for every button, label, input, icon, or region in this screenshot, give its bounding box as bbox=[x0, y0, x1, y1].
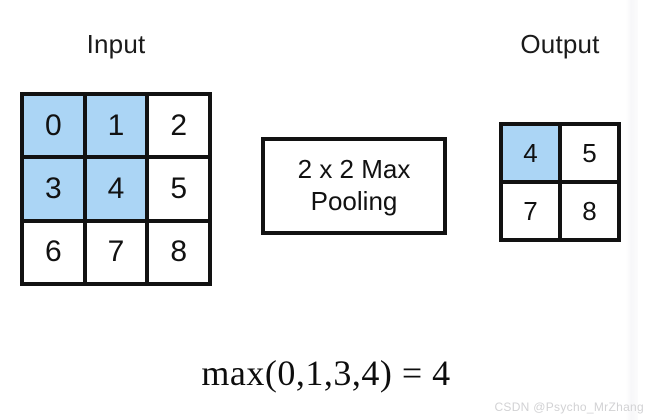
output-matrix-cell: 7 bbox=[503, 184, 558, 238]
input-matrix-cell: 5 bbox=[149, 159, 208, 219]
output-matrix-cell: 8 bbox=[562, 184, 617, 238]
background-band bbox=[626, 0, 638, 420]
output-matrix-cell: 4 bbox=[503, 126, 558, 180]
operation-line-2: Pooling bbox=[310, 186, 398, 216]
input-matrix-cell: 6 bbox=[24, 222, 83, 282]
formula-text: max(0,1,3,4) = 4 bbox=[201, 353, 451, 393]
input-matrix-cell: 3 bbox=[24, 159, 83, 219]
operation-line-1: 2 x 2 Max bbox=[297, 154, 411, 185]
output-matrix-cell: 5 bbox=[562, 126, 617, 180]
input-matrix-cell: 2 bbox=[149, 96, 208, 156]
watermark: CSDN @Psycho_MrZhang bbox=[494, 400, 644, 414]
input-matrix-cell: 1 bbox=[86, 96, 146, 156]
input-label: Input bbox=[86, 29, 146, 59]
output-label: Output bbox=[520, 29, 600, 59]
input-matrix-cell: 7 bbox=[86, 222, 146, 282]
operation-box: 2 x 2 Max Pooling bbox=[261, 137, 447, 235]
input-matrix-cell: 4 bbox=[86, 159, 146, 219]
input-matrix-cell: 8 bbox=[149, 222, 208, 282]
input-matrix-cell: 0 bbox=[24, 96, 83, 156]
